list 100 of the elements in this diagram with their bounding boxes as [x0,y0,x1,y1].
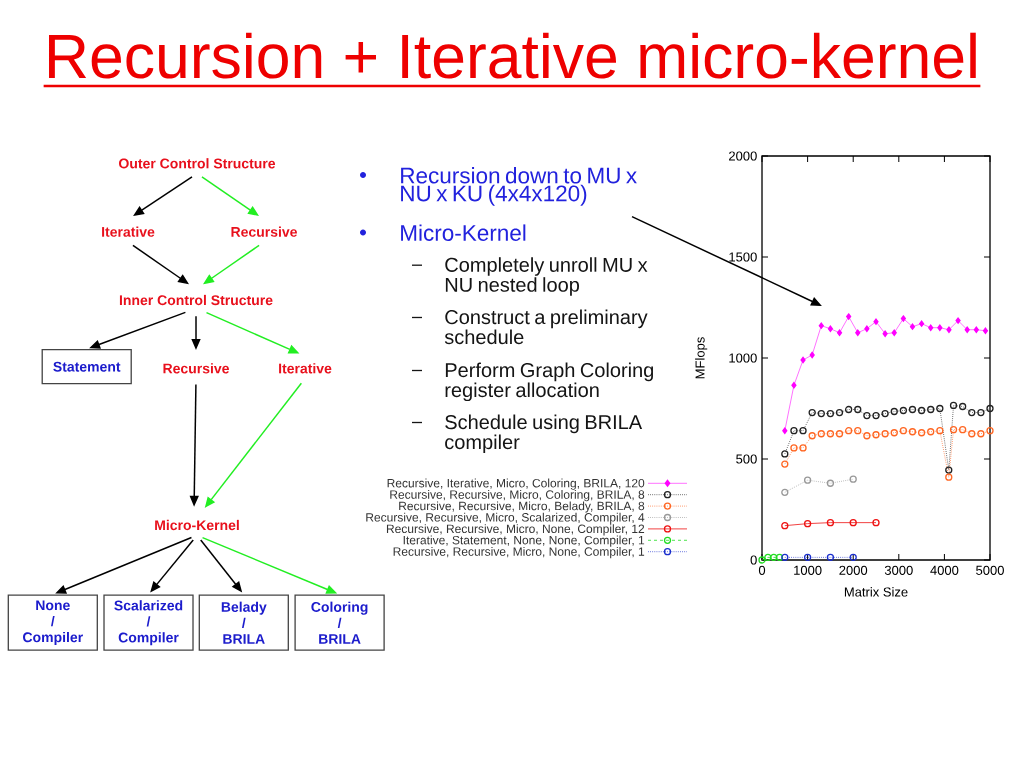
point [900,315,906,322]
point [949,426,958,434]
point [908,405,917,414]
option-box: Scalarized / Compiler [103,594,194,651]
point [917,406,926,415]
x-tick-label: 5000 [976,565,1004,575]
point [826,553,835,562]
point [949,401,958,410]
sub-bullet-text: Construct a preliminary schedule [444,309,648,345]
point [945,466,953,474]
point [799,444,807,452]
point [872,518,880,527]
point [808,408,816,417]
y-tick-label: 0 [750,555,757,565]
node-label: Recursive [231,226,297,237]
point [818,322,824,329]
bullet-text: Recursion down to MU x NU x KU (4x4x120) [401,167,637,206]
point [808,432,816,440]
point [973,326,979,333]
legend-label: Recursive, Recursive, Micro, None, Compiler, 12 [386,524,645,536]
option-box: Coloring / BRILA [294,594,385,651]
y-tick-label: 1000 [729,353,757,363]
point [958,402,967,411]
point [790,427,798,435]
bullet-text: Micro-Kernel [401,224,526,241]
point [826,430,835,438]
x-tick-label: 3000 [884,565,913,575]
point [809,351,815,359]
point [917,429,926,437]
point [803,553,812,562]
legend-label: Iterative, Statement, None, None, Compiler, 1 [403,535,645,547]
legend-label: Recursive, Recursive, Micro, Scalarized, Compiler, 4 [366,512,645,524]
point [890,407,898,416]
legend-label: Recursive, Recursive, Micro, None, Compiler, 1 [393,547,645,559]
node-label: Outer Control Structure [119,158,276,169]
point [826,518,835,527]
point [986,427,994,435]
point [977,408,985,417]
point [781,553,789,562]
point [982,327,989,334]
y-tick-label: 1500 [729,252,757,262]
point [781,460,789,468]
point [844,427,853,435]
point [945,473,953,481]
point [817,409,825,418]
x-tick-label: 4000 [930,565,959,575]
legend-label: Recursive, Iterative, Micro, Coloring, BRILA, 120 [387,478,645,490]
point [775,553,784,562]
point [758,556,766,564]
point [781,488,789,496]
point [849,475,857,483]
node-label: Iterative [102,226,155,237]
point [854,427,862,435]
point [849,518,857,527]
point [826,479,835,487]
point [936,427,944,435]
option-box: Belady / BRILA [198,594,289,651]
point [826,409,835,418]
point [854,405,862,414]
x-axis-title: Matrix Size [844,587,908,597]
node-label: Iterative [279,363,332,374]
legend-label: Recursive, Recursive, Micro, Coloring, BRILA, 8 [390,490,645,502]
y-axis-title: MFlops [695,337,708,379]
point [927,405,935,414]
point [968,430,976,438]
option-box: None / Compiler [7,594,98,651]
point [864,325,870,332]
point [863,411,871,420]
sub-bullet-text: Schedule using BRILA compiler [445,414,643,454]
option-box: Statement [41,349,132,385]
legend-label: Recursive, Recursive, Micro, Belady, BRILA, 8 [399,501,645,513]
point [927,428,935,436]
point [872,411,880,420]
sub-bullet-text: Perform Graph Coloring register allocation [445,362,653,402]
point [899,427,908,435]
point [803,519,812,528]
sub-bullet-text: Completely unroll MU x NU nested loop [445,257,648,296]
point [881,430,889,438]
point [872,431,880,439]
point [764,553,772,562]
point [937,324,943,331]
point [781,522,789,530]
point [790,444,798,452]
point [873,318,879,325]
point [855,329,861,337]
node-label: Recursive [163,363,229,374]
point [849,553,857,562]
point [958,426,967,434]
node-label: Inner Control Structure [119,294,273,306]
point [977,430,985,438]
point [781,450,789,458]
point [968,408,976,417]
point [909,323,916,330]
y-tick-label: 2000 [729,151,757,161]
point [835,430,844,438]
point [863,432,871,440]
point [936,404,944,413]
point [908,428,917,436]
node-label: Micro-Kernel [155,519,239,531]
point [881,409,889,418]
